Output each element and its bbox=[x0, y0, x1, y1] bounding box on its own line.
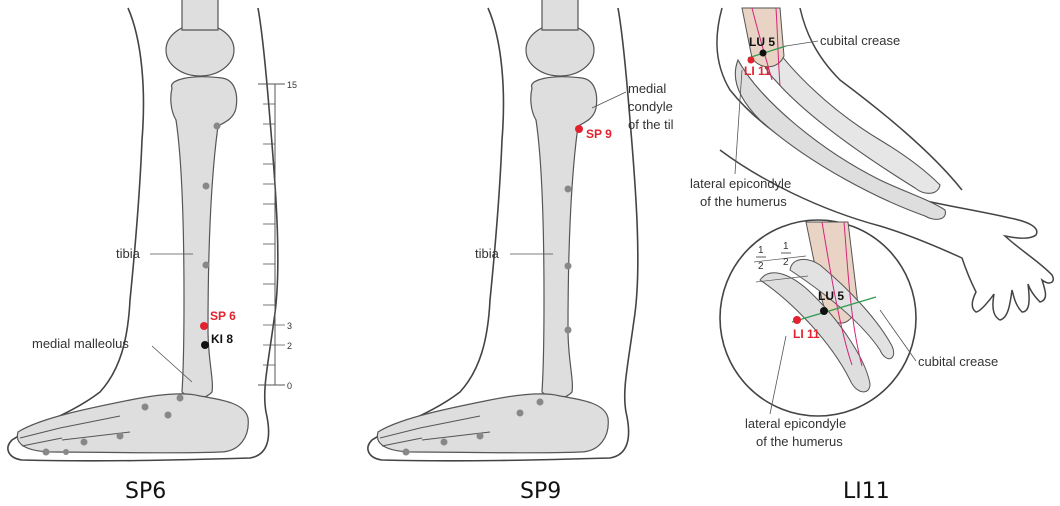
sp9-foot-bones bbox=[377, 394, 608, 453]
sp9-panel: SP 9 tibia medial condyle of the til SP9 bbox=[368, 0, 674, 504]
lateral-epicondyle-label-bottom-2: of the humerus bbox=[756, 434, 843, 449]
sp6-panel: SP 6 KI 8 tibia medial malleolus 15 bbox=[8, 0, 297, 504]
sp9-condyle-label-2: condyle bbox=[628, 99, 673, 114]
sp6-foot-marker-4 bbox=[117, 433, 124, 440]
sp6-medial-malleolus-label: medial malleolus bbox=[32, 336, 129, 351]
fraction-1-numerator: 1 bbox=[758, 245, 764, 256]
sp9-point-label: SP 9 bbox=[586, 127, 612, 141]
sp6-foot-marker-3 bbox=[142, 404, 149, 411]
sp9-condyle-label-3: of the til bbox=[628, 117, 674, 132]
fraction-1-denominator: 2 bbox=[758, 261, 764, 272]
sp6-foot-marker-2 bbox=[165, 412, 172, 419]
sp9-femur-shaft bbox=[542, 0, 578, 30]
sp6-femur-condyle bbox=[166, 24, 234, 76]
sp9-foot-marker-3 bbox=[477, 433, 484, 440]
sp6-tibia-label: tibia bbox=[116, 246, 141, 261]
sp6-tibia-bone bbox=[171, 77, 237, 398]
lu5-acupoint-top bbox=[760, 50, 767, 57]
lateral-epicondyle-label-bottom-1: lateral epicondyle bbox=[745, 416, 846, 431]
li11-title: LI11 bbox=[843, 479, 890, 504]
sp6-title: SP6 bbox=[125, 479, 166, 504]
sp6-tibia-marker-1 bbox=[214, 123, 221, 130]
li11-point-label-top: LI 11 bbox=[744, 64, 771, 78]
scale-label-15: 15 bbox=[287, 80, 297, 90]
sp9-tibia-label: tibia bbox=[475, 246, 500, 261]
li11-point-label-zoom: LI 11 bbox=[793, 327, 820, 341]
li11-panel: LU 5 LI 11 cubital crease lateral epicon… bbox=[690, 8, 1053, 504]
scale-label-0: 0 bbox=[287, 381, 292, 391]
lateral-epicondyle-label-top-2: of the humerus bbox=[700, 194, 787, 209]
sp6-acupoint bbox=[200, 322, 208, 330]
lu5-acupoint-zoom bbox=[820, 307, 828, 315]
sp6-foot-marker-1 bbox=[177, 395, 184, 402]
sp9-foot-marker-1 bbox=[537, 399, 544, 406]
ki8-acupoint bbox=[201, 341, 209, 349]
ki8-point-label: KI 8 bbox=[211, 332, 233, 346]
fraction-2-numerator: 1 bbox=[783, 241, 789, 252]
sp9-leg-outline bbox=[368, 8, 638, 461]
sp9-tibia-marker-1 bbox=[565, 186, 572, 193]
scale-label-2: 2 bbox=[287, 341, 292, 351]
cubital-crease-label-top: cubital crease bbox=[820, 33, 900, 48]
cubital-crease-label-bottom: cubital crease bbox=[918, 354, 998, 369]
sp6-foot-marker-5 bbox=[81, 439, 88, 446]
li11-acupoint-top bbox=[748, 57, 755, 64]
sp6-foot-marker-7 bbox=[63, 449, 69, 455]
sp6-point-label: SP 6 bbox=[210, 309, 236, 323]
li11-acupoint-zoom bbox=[793, 316, 801, 324]
lu5-point-label-top: LU 5 bbox=[749, 35, 775, 49]
sp6-femur-shaft bbox=[182, 0, 218, 30]
sp9-tibia-marker-3 bbox=[565, 327, 572, 334]
fraction-2-denominator: 2 bbox=[783, 257, 789, 268]
sp6-foot-marker-6 bbox=[43, 449, 50, 456]
scale-label-3: 3 bbox=[287, 321, 292, 331]
sp9-condyle-label-1: medial bbox=[628, 81, 666, 96]
sp9-tibia-bone bbox=[531, 77, 597, 398]
sp9-femur-condyle bbox=[526, 24, 594, 76]
sp9-foot-marker-5 bbox=[403, 449, 410, 456]
sp9-foot-marker-4 bbox=[441, 439, 448, 446]
lu5-point-label-zoom: LU 5 bbox=[818, 289, 844, 303]
sp6-tibia-marker-2 bbox=[203, 183, 210, 190]
sp9-tibia-marker-2 bbox=[565, 263, 572, 270]
sp6-foot-bones bbox=[17, 394, 248, 453]
sp9-acupoint bbox=[575, 125, 583, 133]
sp9-foot-marker-2 bbox=[517, 410, 524, 417]
sp6-leg-outline bbox=[8, 8, 278, 461]
sp9-title: SP9 bbox=[520, 479, 561, 504]
lateral-epicondyle-label-top-1: lateral epicondyle bbox=[690, 176, 791, 191]
sp6-tibia-marker-3 bbox=[203, 262, 210, 269]
